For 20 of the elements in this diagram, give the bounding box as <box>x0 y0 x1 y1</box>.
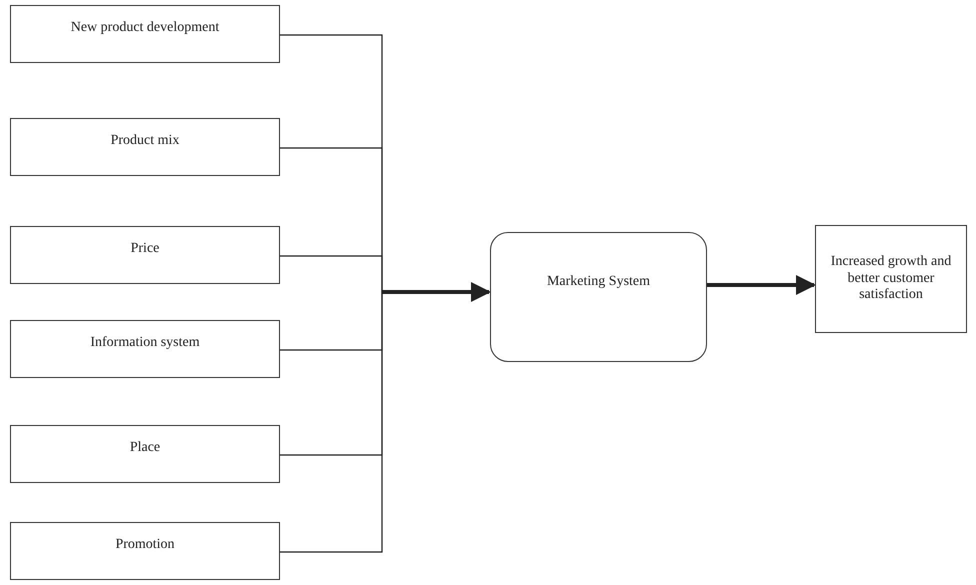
arrow <box>382 282 491 302</box>
process-box <box>10 522 280 580</box>
process-box <box>10 5 280 63</box>
connector-line <box>280 292 383 553</box>
arrow <box>707 275 816 295</box>
process-box <box>10 320 280 378</box>
box-label: Promotion <box>115 537 175 554</box>
box-label: New product development <box>70 20 220 37</box>
rounded-process-box <box>490 232 707 362</box>
connector-line <box>280 255 383 292</box>
process-box <box>10 118 280 176</box>
box-label: Marketing System <box>546 274 650 290</box>
box-label: Price <box>130 241 160 258</box>
process-box <box>815 225 967 333</box>
process-box <box>10 226 280 284</box>
box-label: Information system <box>90 335 200 352</box>
process-box <box>10 425 280 483</box>
box-label: Increased growth and better customer satisfaction <box>830 254 952 304</box>
box-label: Product mix <box>110 133 180 150</box>
box-label: Place <box>130 440 160 457</box>
